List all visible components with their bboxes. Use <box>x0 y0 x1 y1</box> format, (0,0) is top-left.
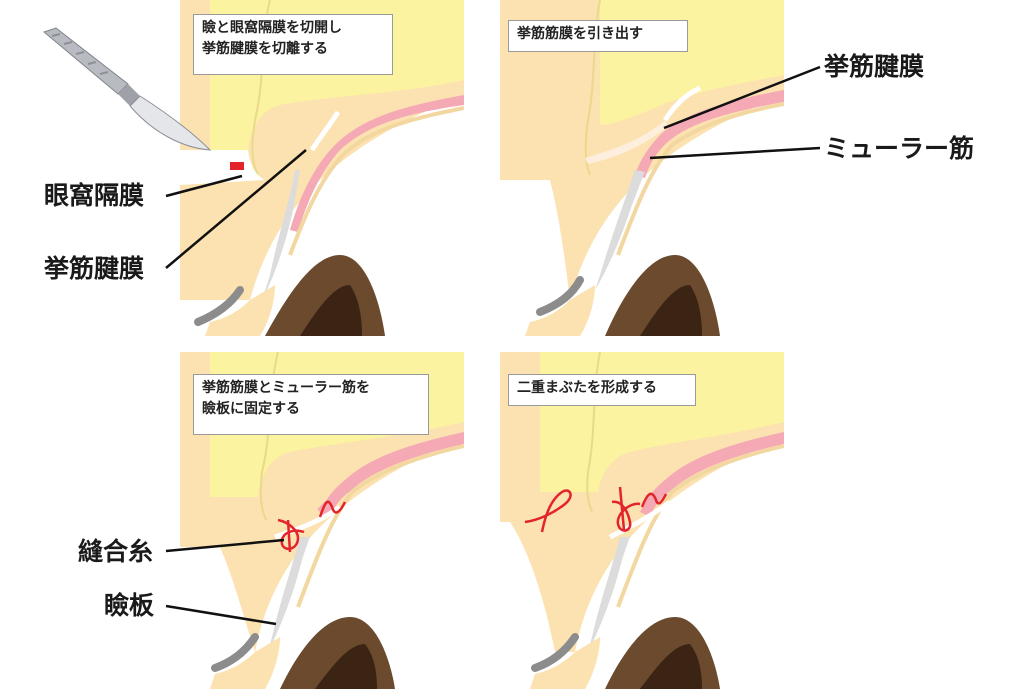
caption-panel-2: 挙筋筋膜を引き出す <box>508 20 688 52</box>
eyelid-illustration-1 <box>180 0 464 336</box>
panel-4-double-eyelid <box>500 352 784 689</box>
label-suture: 縫合糸 <box>78 537 154 566</box>
suture-thread <box>277 500 347 553</box>
leader-tarsus-3 <box>165 604 277 626</box>
caption-panel-3: 挙筋筋膜とミューラー筋を 瞼板に固定する <box>193 374 429 435</box>
leader-orbital-septum-1 <box>165 174 243 198</box>
leader-levator-aponeurosis-1 <box>165 149 307 269</box>
label-muller-muscle: ミューラー筋 <box>824 134 975 163</box>
caption-panel-1: 瞼と眼窩隔膜を切開し 挙筋腱膜を切離する <box>193 14 393 75</box>
suture-knot-tarsus <box>611 486 668 532</box>
label-levator-aponeurosis-1: 挙筋腱膜 <box>44 254 145 283</box>
label-levator-aponeurosis-2: 挙筋腱膜 <box>824 52 925 81</box>
eyelid-illustration-2 <box>500 0 784 336</box>
label-orbital-septum: 眼窩隔膜 <box>44 181 145 210</box>
suture-knot-skin <box>524 489 572 533</box>
leader-levator-aponeurosis-2 <box>663 65 821 130</box>
leader-muller-muscle-2 <box>649 146 821 160</box>
panel-2-pull-out <box>500 0 784 336</box>
incision-mark <box>230 162 244 170</box>
panel-1-incision <box>180 0 464 336</box>
caption-panel-4: 二重まぶたを形成する <box>508 374 696 406</box>
label-tarsus: 瞼板 <box>104 591 155 620</box>
scalpel-icon <box>42 27 212 151</box>
eyelid-illustration-4 <box>500 352 784 689</box>
leader-suture-3 <box>165 538 285 553</box>
